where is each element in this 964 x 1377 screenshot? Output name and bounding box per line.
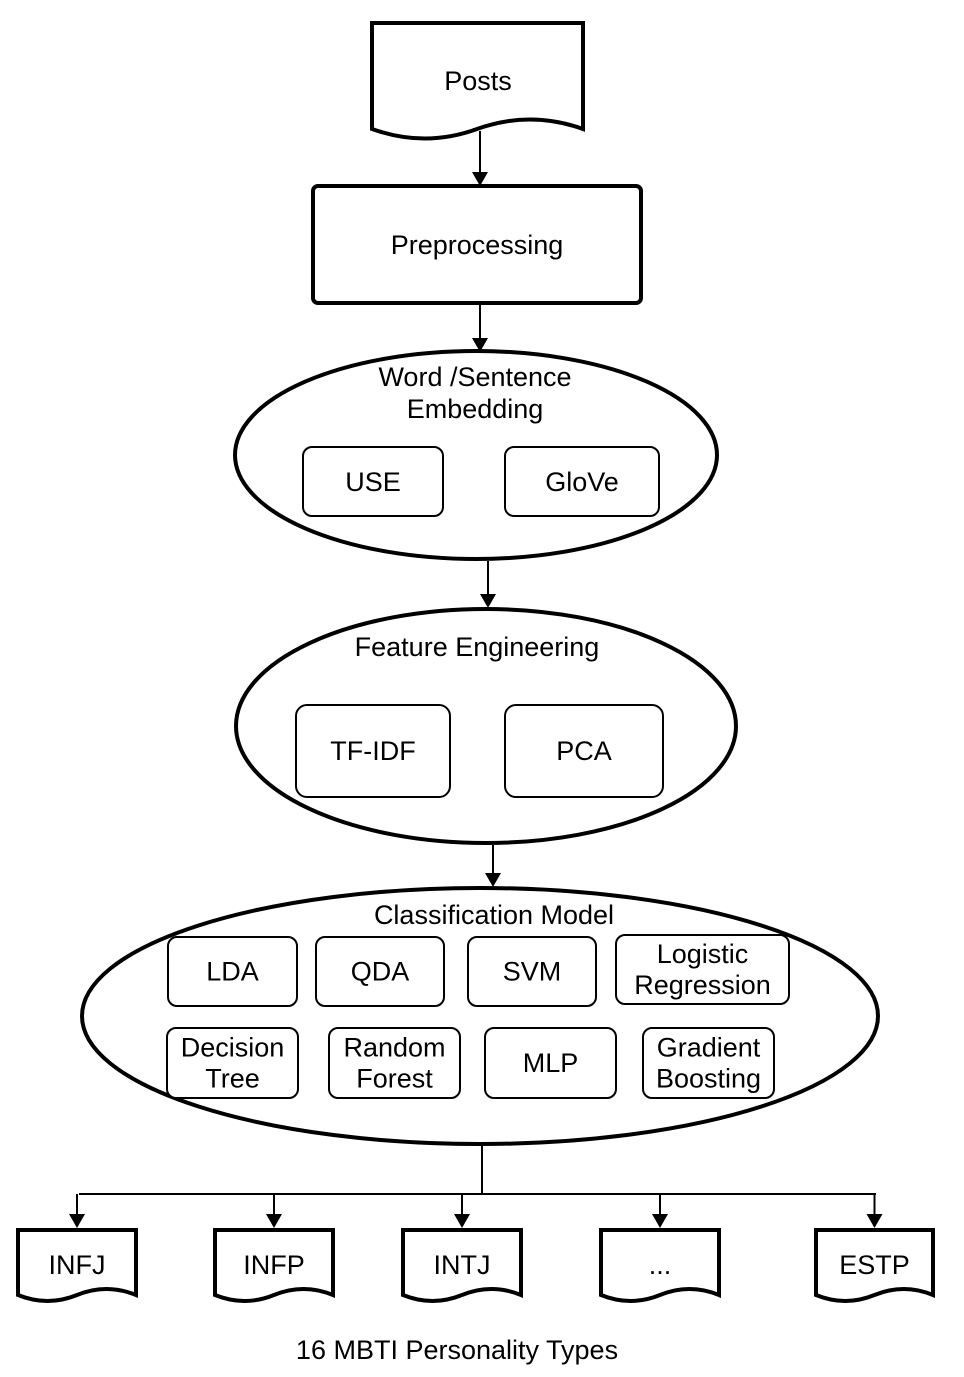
model-label: MLP: [523, 1048, 579, 1078]
model-label: Tree: [205, 1064, 260, 1094]
posts-node: Posts: [370, 21, 585, 141]
preprocessing-node: Preprocessing: [311, 184, 643, 305]
model-label: QDA: [351, 957, 410, 987]
model-qda-box: QDA: [315, 936, 445, 1007]
output-estp-node: ESTP: [814, 1228, 935, 1303]
classification-title: Classification Model: [374, 900, 614, 930]
output-label: ESTP: [839, 1250, 910, 1280]
model-label: Logistic: [657, 939, 749, 969]
tfidf-label: TF-IDF: [330, 736, 415, 766]
model-label: Decision: [181, 1033, 285, 1063]
output-label: INFP: [243, 1250, 305, 1280]
use-label: USE: [345, 467, 401, 497]
output-arrow-head: [454, 1214, 470, 1228]
output-arrow-head: [866, 1214, 883, 1228]
model-label: Regression: [634, 970, 771, 1000]
preprocessing-label: Preprocessing: [391, 230, 564, 260]
pca-label: PCA: [556, 736, 612, 766]
features-node: Feature Engineering TF-IDF PCA: [234, 607, 738, 845]
footer-caption: 16 MBTI Personality Types: [296, 1335, 618, 1365]
glove-label: GloVe: [545, 467, 619, 497]
tfidf-box: TF-IDF: [295, 704, 451, 798]
output-infp-node: INFP: [213, 1228, 335, 1303]
output-arrow-head: [652, 1214, 668, 1228]
output-arrow-head: [69, 1214, 85, 1228]
features-title: Feature Engineering: [355, 632, 600, 662]
model-label: Boosting: [656, 1064, 761, 1094]
model-label: SVM: [503, 957, 562, 987]
use-box: USE: [302, 446, 444, 517]
classification-node: Classification Model LDA QDA SVM LogisticRe…: [80, 886, 880, 1146]
output-types: INFJ INFP INTJ... ESTP: [16, 1228, 935, 1303]
model-lda-box: LDA: [167, 936, 298, 1007]
posts-label: Posts: [444, 66, 512, 96]
main-arrows: [472, 131, 501, 887]
model-label: LDA: [206, 957, 259, 987]
model-label: Gradient: [657, 1033, 761, 1063]
output-label: INTJ: [434, 1250, 491, 1280]
output-label: INFJ: [49, 1250, 106, 1280]
output-infj-node: INFJ: [16, 1228, 138, 1303]
embedding-title-line2: Embedding: [407, 394, 544, 424]
glove-box: GloVe: [504, 446, 660, 517]
model-label: Random: [343, 1033, 445, 1063]
pca-box: PCA: [504, 704, 664, 798]
output-intj-node: INTJ: [401, 1228, 523, 1303]
output-label: ...: [649, 1250, 672, 1280]
output-arrow-head: [266, 1214, 282, 1228]
output-ellipsis-node: ...: [599, 1228, 721, 1303]
embedding-node: Word /Sentence Embedding USE GloVe: [233, 349, 719, 561]
model-svm-box: SVM: [467, 936, 597, 1007]
embedding-title-line1: Word /Sentence: [378, 362, 571, 392]
model-mlp-box: MLP: [484, 1027, 617, 1099]
output-connectors: [69, 1145, 883, 1228]
model-label: Forest: [356, 1064, 433, 1094]
